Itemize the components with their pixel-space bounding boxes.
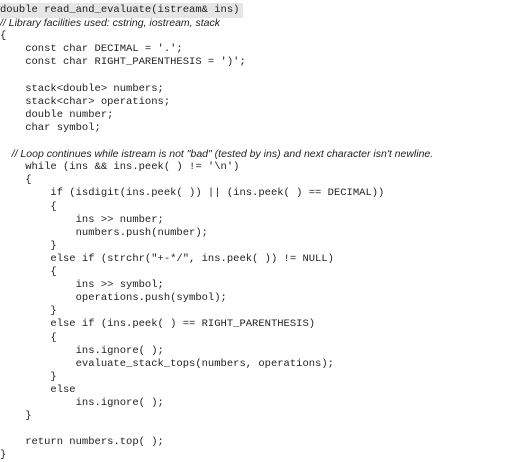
code-line-if-isdigit: if (isdigit(ins.peek( )) || (ins.peek( )… bbox=[0, 187, 385, 200]
code-line-else-if-strchr: else if (strchr("+-*/", ins.peek( )) != … bbox=[0, 252, 334, 265]
code-line-double-number: double number; bbox=[0, 108, 114, 121]
code-line-library-comment: // Library facilities used: cstring, ios… bbox=[0, 17, 220, 30]
code-line-stack-numbers: stack<double> numbers; bbox=[0, 82, 164, 95]
code-line-return: return numbers.top( ); bbox=[0, 436, 164, 449]
code-line-function-signature: double read_and_evaluate(istream& ins) bbox=[0, 3, 244, 18]
code-line-char-symbol: char symbol; bbox=[0, 121, 101, 134]
code-line-ignore-2: ins.ignore( ); bbox=[0, 397, 164, 409]
code-line-evaluate-stack-tops: evaluate_stack_tops(numbers, operations)… bbox=[0, 357, 334, 370]
code-line-ignore-1: ins.ignore( ); bbox=[0, 344, 164, 357]
code-line-while-close-brace: } bbox=[0, 410, 32, 423]
code-line-const-decimal: const char DECIMAL = '.'; bbox=[0, 43, 183, 56]
code-line-while: while (ins && ins.peek( ) != '\n') bbox=[0, 161, 240, 174]
code-line-if-open-brace: { bbox=[0, 200, 57, 213]
code-line-if-close-brace: } bbox=[0, 239, 57, 252]
code-line-strchr-close-brace: } bbox=[0, 305, 57, 318]
code-line-paren-close-brace: } bbox=[0, 370, 57, 383]
code-line-read-number: ins >> number; bbox=[0, 213, 164, 226]
code-line-while-open-brace: { bbox=[0, 174, 32, 187]
code-line-read-symbol: ins >> symbol; bbox=[0, 279, 164, 292]
code-line-stack-operations: stack<char> operations; bbox=[0, 95, 171, 108]
code-line-const-right-parenthesis: const char RIGHT_PARENTHESIS = ')'; bbox=[0, 56, 246, 69]
code-line-close-brace: } bbox=[0, 449, 7, 462]
code-line-push-symbol: operations.push(symbol); bbox=[0, 292, 227, 305]
code-line-loop-comment: // Loop continues while istream is not "… bbox=[0, 148, 434, 161]
code-line-else-if-right-parenthesis: else if (ins.peek( ) == RIGHT_PARENTHESI… bbox=[0, 318, 316, 331]
code-line-else: else bbox=[0, 383, 76, 396]
code-line-paren-open-brace: { bbox=[0, 331, 57, 344]
code-line-open-brace: { bbox=[0, 30, 7, 43]
code-line-strchr-open-brace: { bbox=[0, 266, 57, 278]
code-line-push-number: numbers.push(number); bbox=[0, 226, 208, 239]
